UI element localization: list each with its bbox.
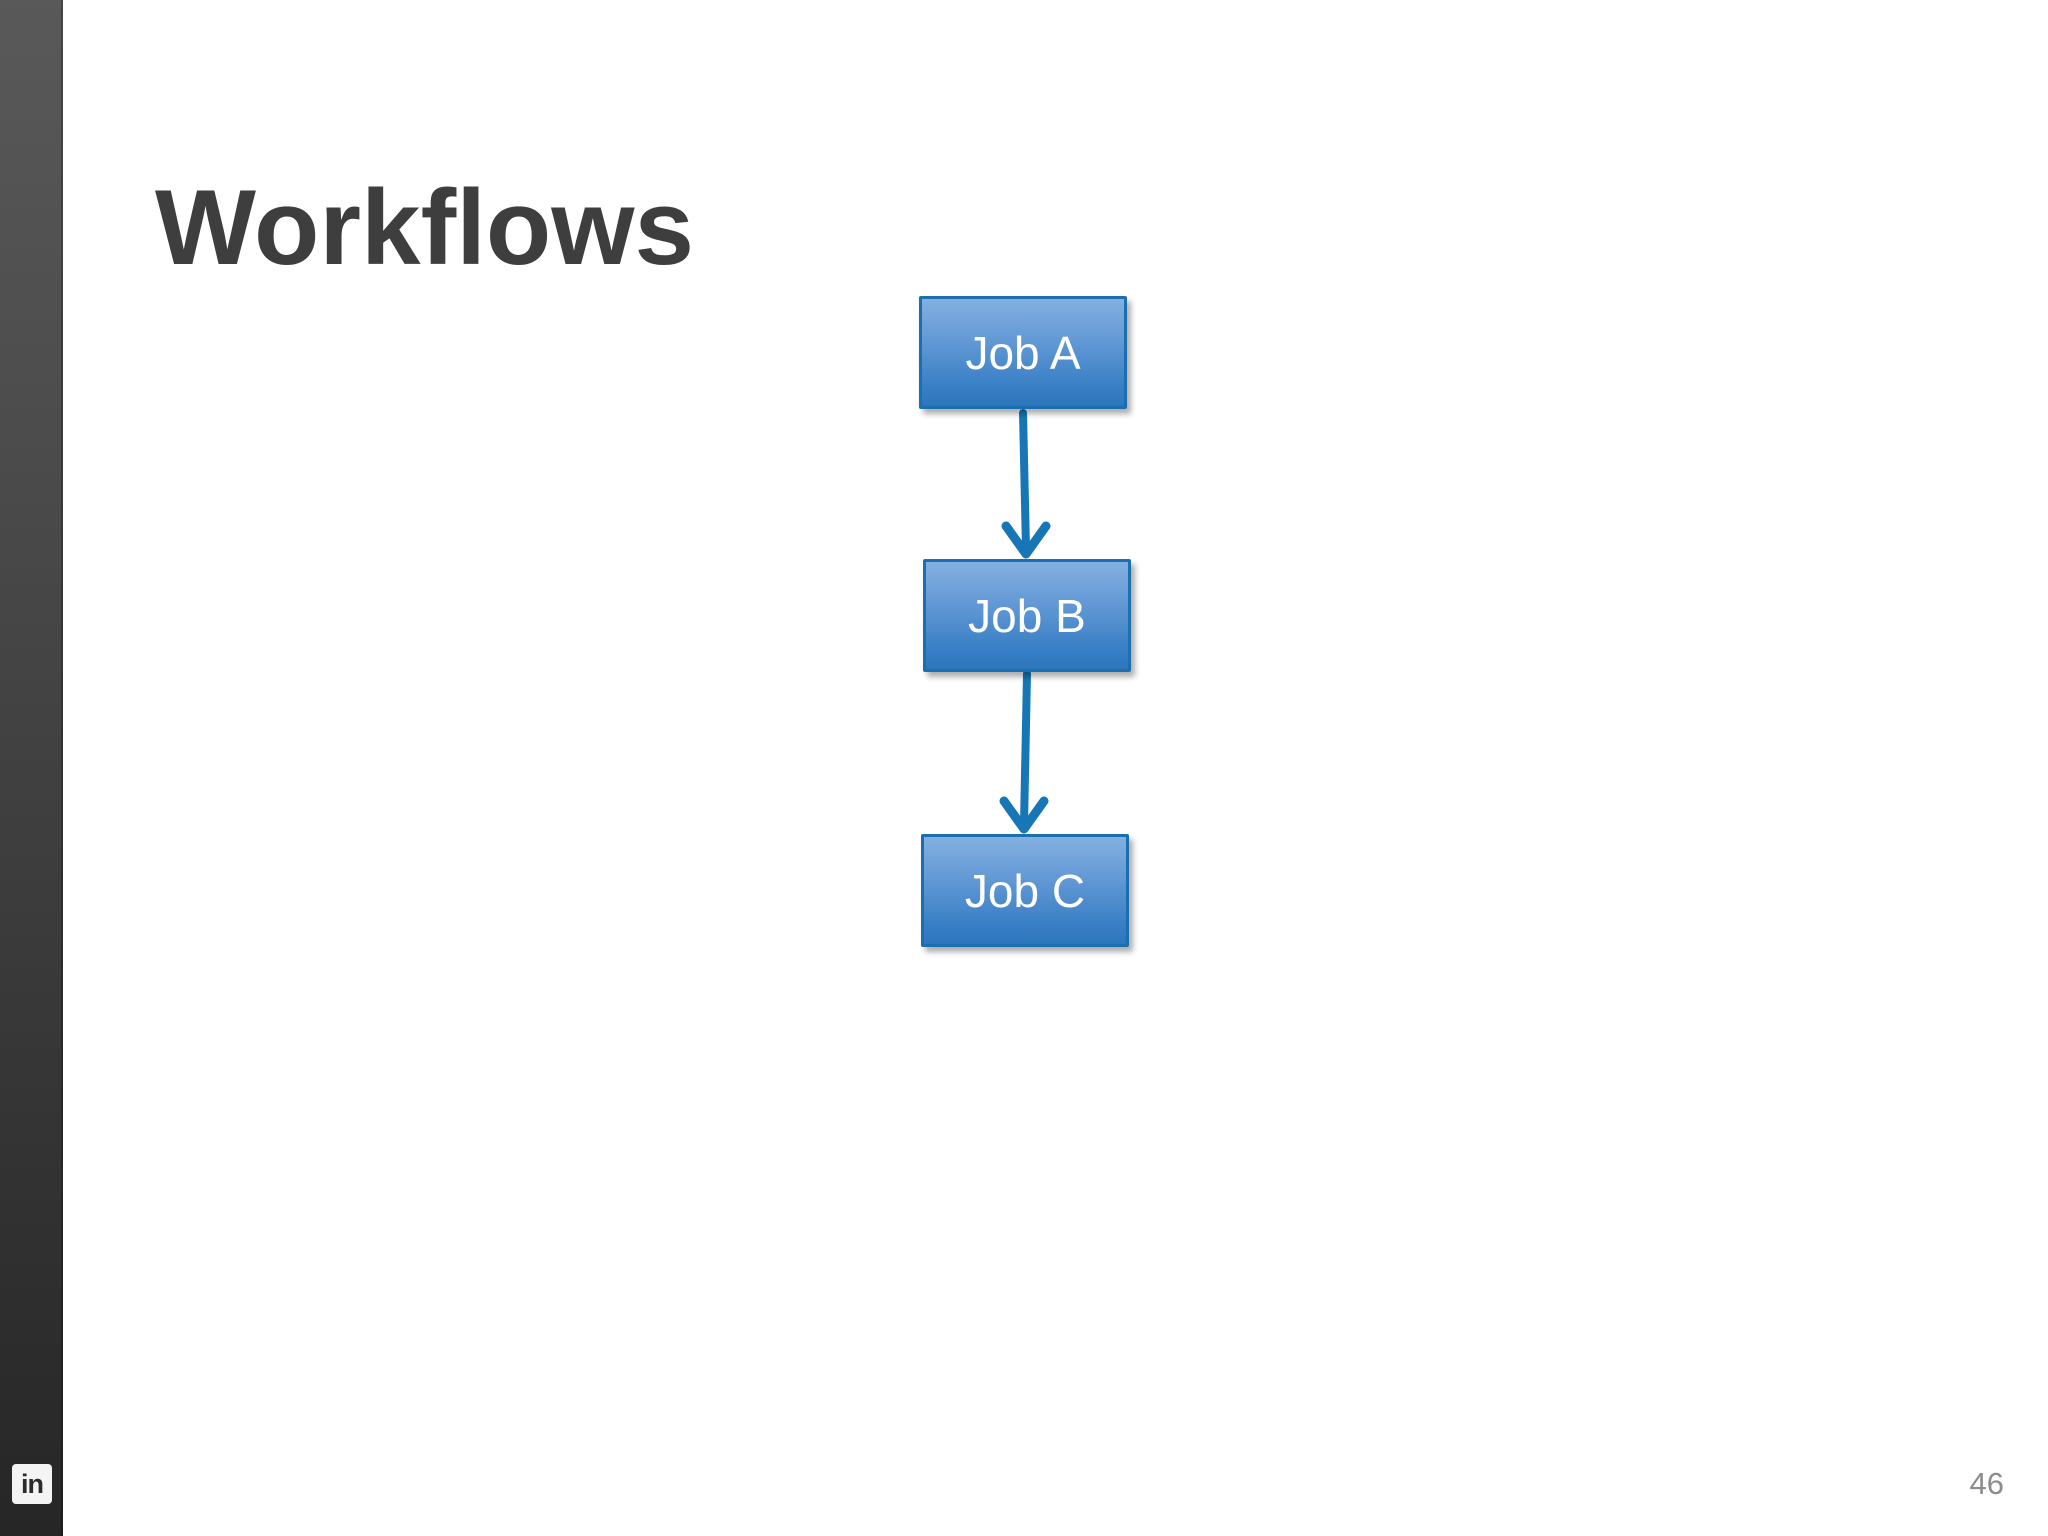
- sidebar-strip: in: [0, 0, 63, 1536]
- arrowhead-down-icon: [1001, 521, 1051, 559]
- flow-node-job-a: Job A: [919, 296, 1127, 409]
- arrowhead-down-icon: [999, 796, 1049, 834]
- flow-node-label: Job C: [964, 864, 1086, 917]
- flow-node-label: Job B: [968, 589, 1086, 642]
- linkedin-logo-text: in: [21, 1468, 44, 1499]
- flow-node-label: Job A: [965, 326, 1081, 379]
- edge-arrow-job-b-to-job-c: [999, 670, 1049, 834]
- page-title: Workflows: [155, 166, 695, 287]
- flow-node-job-c: Job C: [921, 834, 1129, 947]
- linkedin-logo-icon: in: [12, 1464, 52, 1504]
- page-number: 46: [1969, 1466, 2004, 1501]
- flow-node-job-b: Job B: [923, 559, 1131, 672]
- edge-arrow-job-a-to-job-b: [1001, 409, 1051, 559]
